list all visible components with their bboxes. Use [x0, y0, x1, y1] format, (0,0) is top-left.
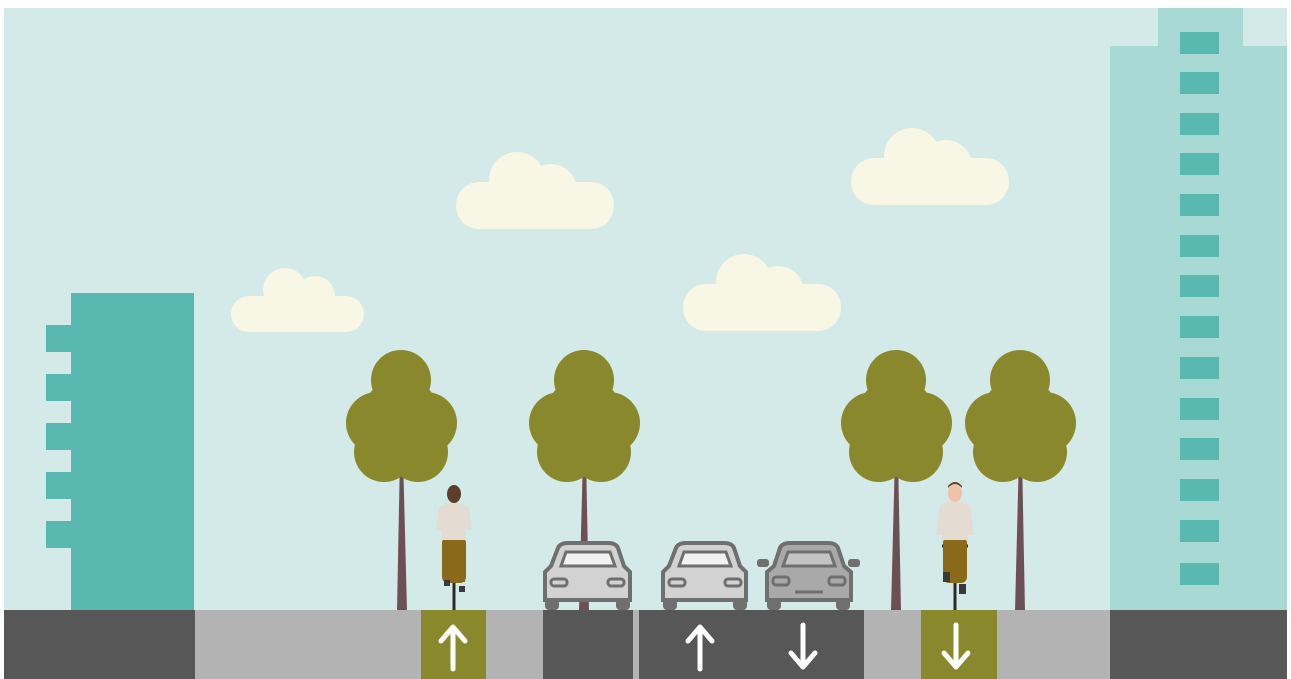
right-building-base — [1110, 610, 1287, 679]
buffer-right — [864, 610, 921, 679]
car-icon — [663, 543, 747, 610]
buffer-left — [486, 610, 543, 679]
left-building-base — [4, 610, 195, 679]
car-icon — [545, 543, 630, 610]
sky-background — [4, 8, 1287, 611]
travel-lane-down — [759, 610, 864, 679]
right-sidewalk — [997, 610, 1110, 679]
left-sidewalk — [195, 610, 421, 679]
parking-lane — [543, 610, 633, 679]
building-icon — [1110, 8, 1287, 611]
street-ground — [4, 610, 1287, 679]
lane-divider — [633, 610, 639, 679]
bike-lane-down — [921, 610, 997, 679]
